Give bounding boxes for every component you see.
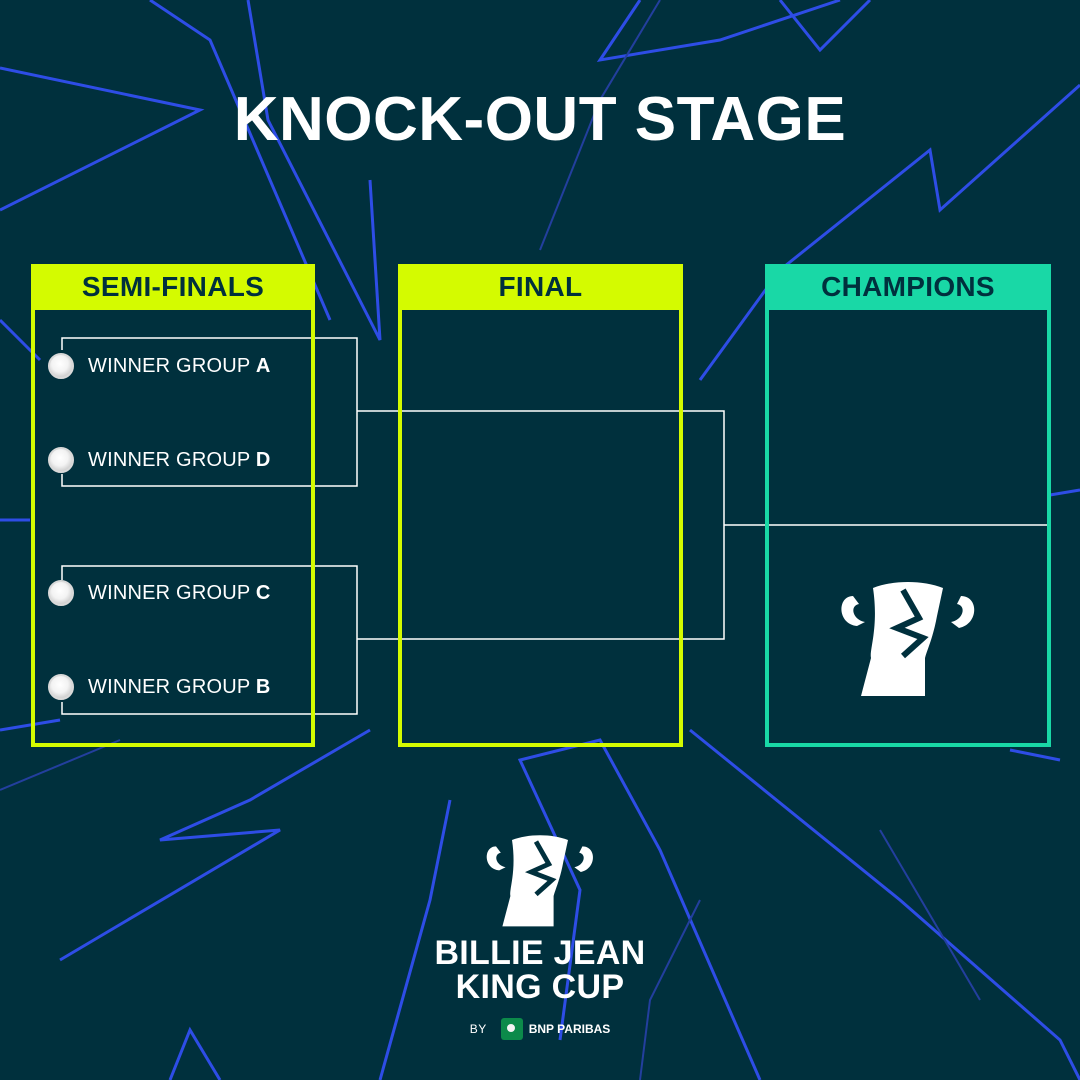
tennis-ball-icon [48,674,74,700]
final-header: FINAL [398,264,683,310]
trophy-icon [841,582,975,696]
tennis-ball-icon [48,447,74,473]
semi-finals-header: SEMI-FINALS [31,264,315,310]
champions-label: CHAMPIONS [821,271,995,302]
tennis-ball-icon [48,353,74,379]
slot-label: WINNER GROUP C [88,581,271,604]
semi-final-slot-a: WINNER GROUP A [48,348,270,384]
sponsor-name: BNP PARIBAS [528,1022,611,1036]
champions-header: CHAMPIONS [765,264,1051,310]
bracket-line-semi-2 [61,565,358,715]
slot-label: WINNER GROUP D [88,448,271,471]
final-label: FINAL [498,271,583,302]
sponsor-by: BY [469,1022,487,1036]
final-box [398,264,683,747]
semi-final-slot-c: WINNER GROUP C [48,575,270,611]
brand-name-line-1: BILLIE JEAN [434,934,646,972]
slot-label: WINNER GROUP A [88,354,271,377]
brand-logo: BILLIE JEAN KING CUP BY BNP PARIBAS [0,830,1080,1040]
sponsor-line: BY BNP PARIBAS [469,1018,611,1040]
brand-name-line-2: KING CUP [455,968,625,1006]
slot-label: WINNER GROUP B [88,675,271,698]
semi-final-slot-b: WINNER GROUP B [48,669,270,705]
semi-final-slot-d: WINNER GROUP D [48,442,270,478]
trophy-icon [486,835,594,927]
semi-finals-label: SEMI-FINALS [81,271,265,302]
bracket-line-semi-1 [61,337,358,487]
tennis-ball-icon [48,580,74,606]
bnp-paribas-logo-icon [500,1018,523,1040]
page-title: KNOCK-OUT STAGE [233,85,847,154]
